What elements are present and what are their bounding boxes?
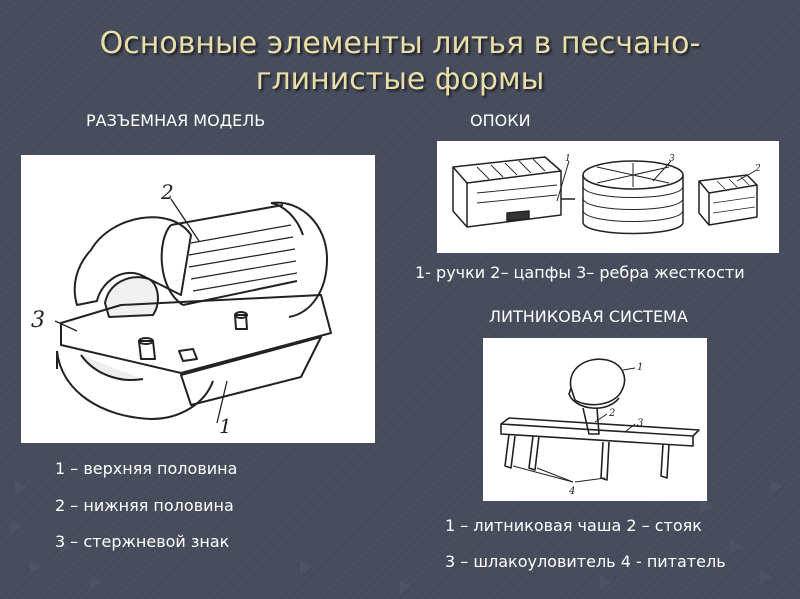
gating-label-2: 2: [608, 408, 615, 419]
model-caption-1: 1 – верхняя половина: [55, 459, 238, 478]
flask-label-2: 2: [754, 164, 761, 174]
pattern-label-2: 2: [160, 180, 174, 204]
model-heading: РАЗЪЕМНАЯ МОДЕЛЬ: [86, 111, 266, 130]
gating-heading: ЛИТНИКОВАЯ СИСТЕМА: [489, 307, 688, 326]
flask-label-3: 3: [669, 154, 675, 164]
pattern-label-3: 3: [31, 308, 45, 333]
model-caption-3: 3 – стержневой знак: [55, 532, 230, 551]
gating-system-drawing: 1 2 3 4: [500, 358, 700, 497]
flasks-figure: 1 3 2: [437, 141, 779, 253]
gating-label-4: 4: [568, 486, 575, 497]
page-title: Основные элементы литья в песчано-глинис…: [99, 26, 701, 97]
split-pattern-figure: 2 1 3: [21, 155, 375, 443]
model-caption-2: 2 – нижняя половина: [55, 496, 234, 515]
flasks-drawing: 1 3 2: [452, 154, 761, 235]
gating-caption-2: 3 – шлакоуловитель 4 - питатель: [445, 552, 726, 571]
gating-caption-1: 1 – литниковая чаша 2 – стояк: [445, 516, 702, 535]
gating-label-1: 1: [637, 362, 643, 373]
gating-label-3: 3: [637, 418, 643, 429]
split-pattern-drawing: 2 1 3: [31, 180, 332, 438]
flasks-caption: 1- ручки 2– цапфы 3– ребра жесткости: [415, 263, 745, 282]
gating-system-figure: 1 2 3 4: [483, 338, 707, 501]
flasks-heading: ОПОКИ: [470, 111, 531, 130]
pattern-label-1: 1: [219, 414, 232, 438]
flask-label-1: 1: [565, 154, 571, 164]
